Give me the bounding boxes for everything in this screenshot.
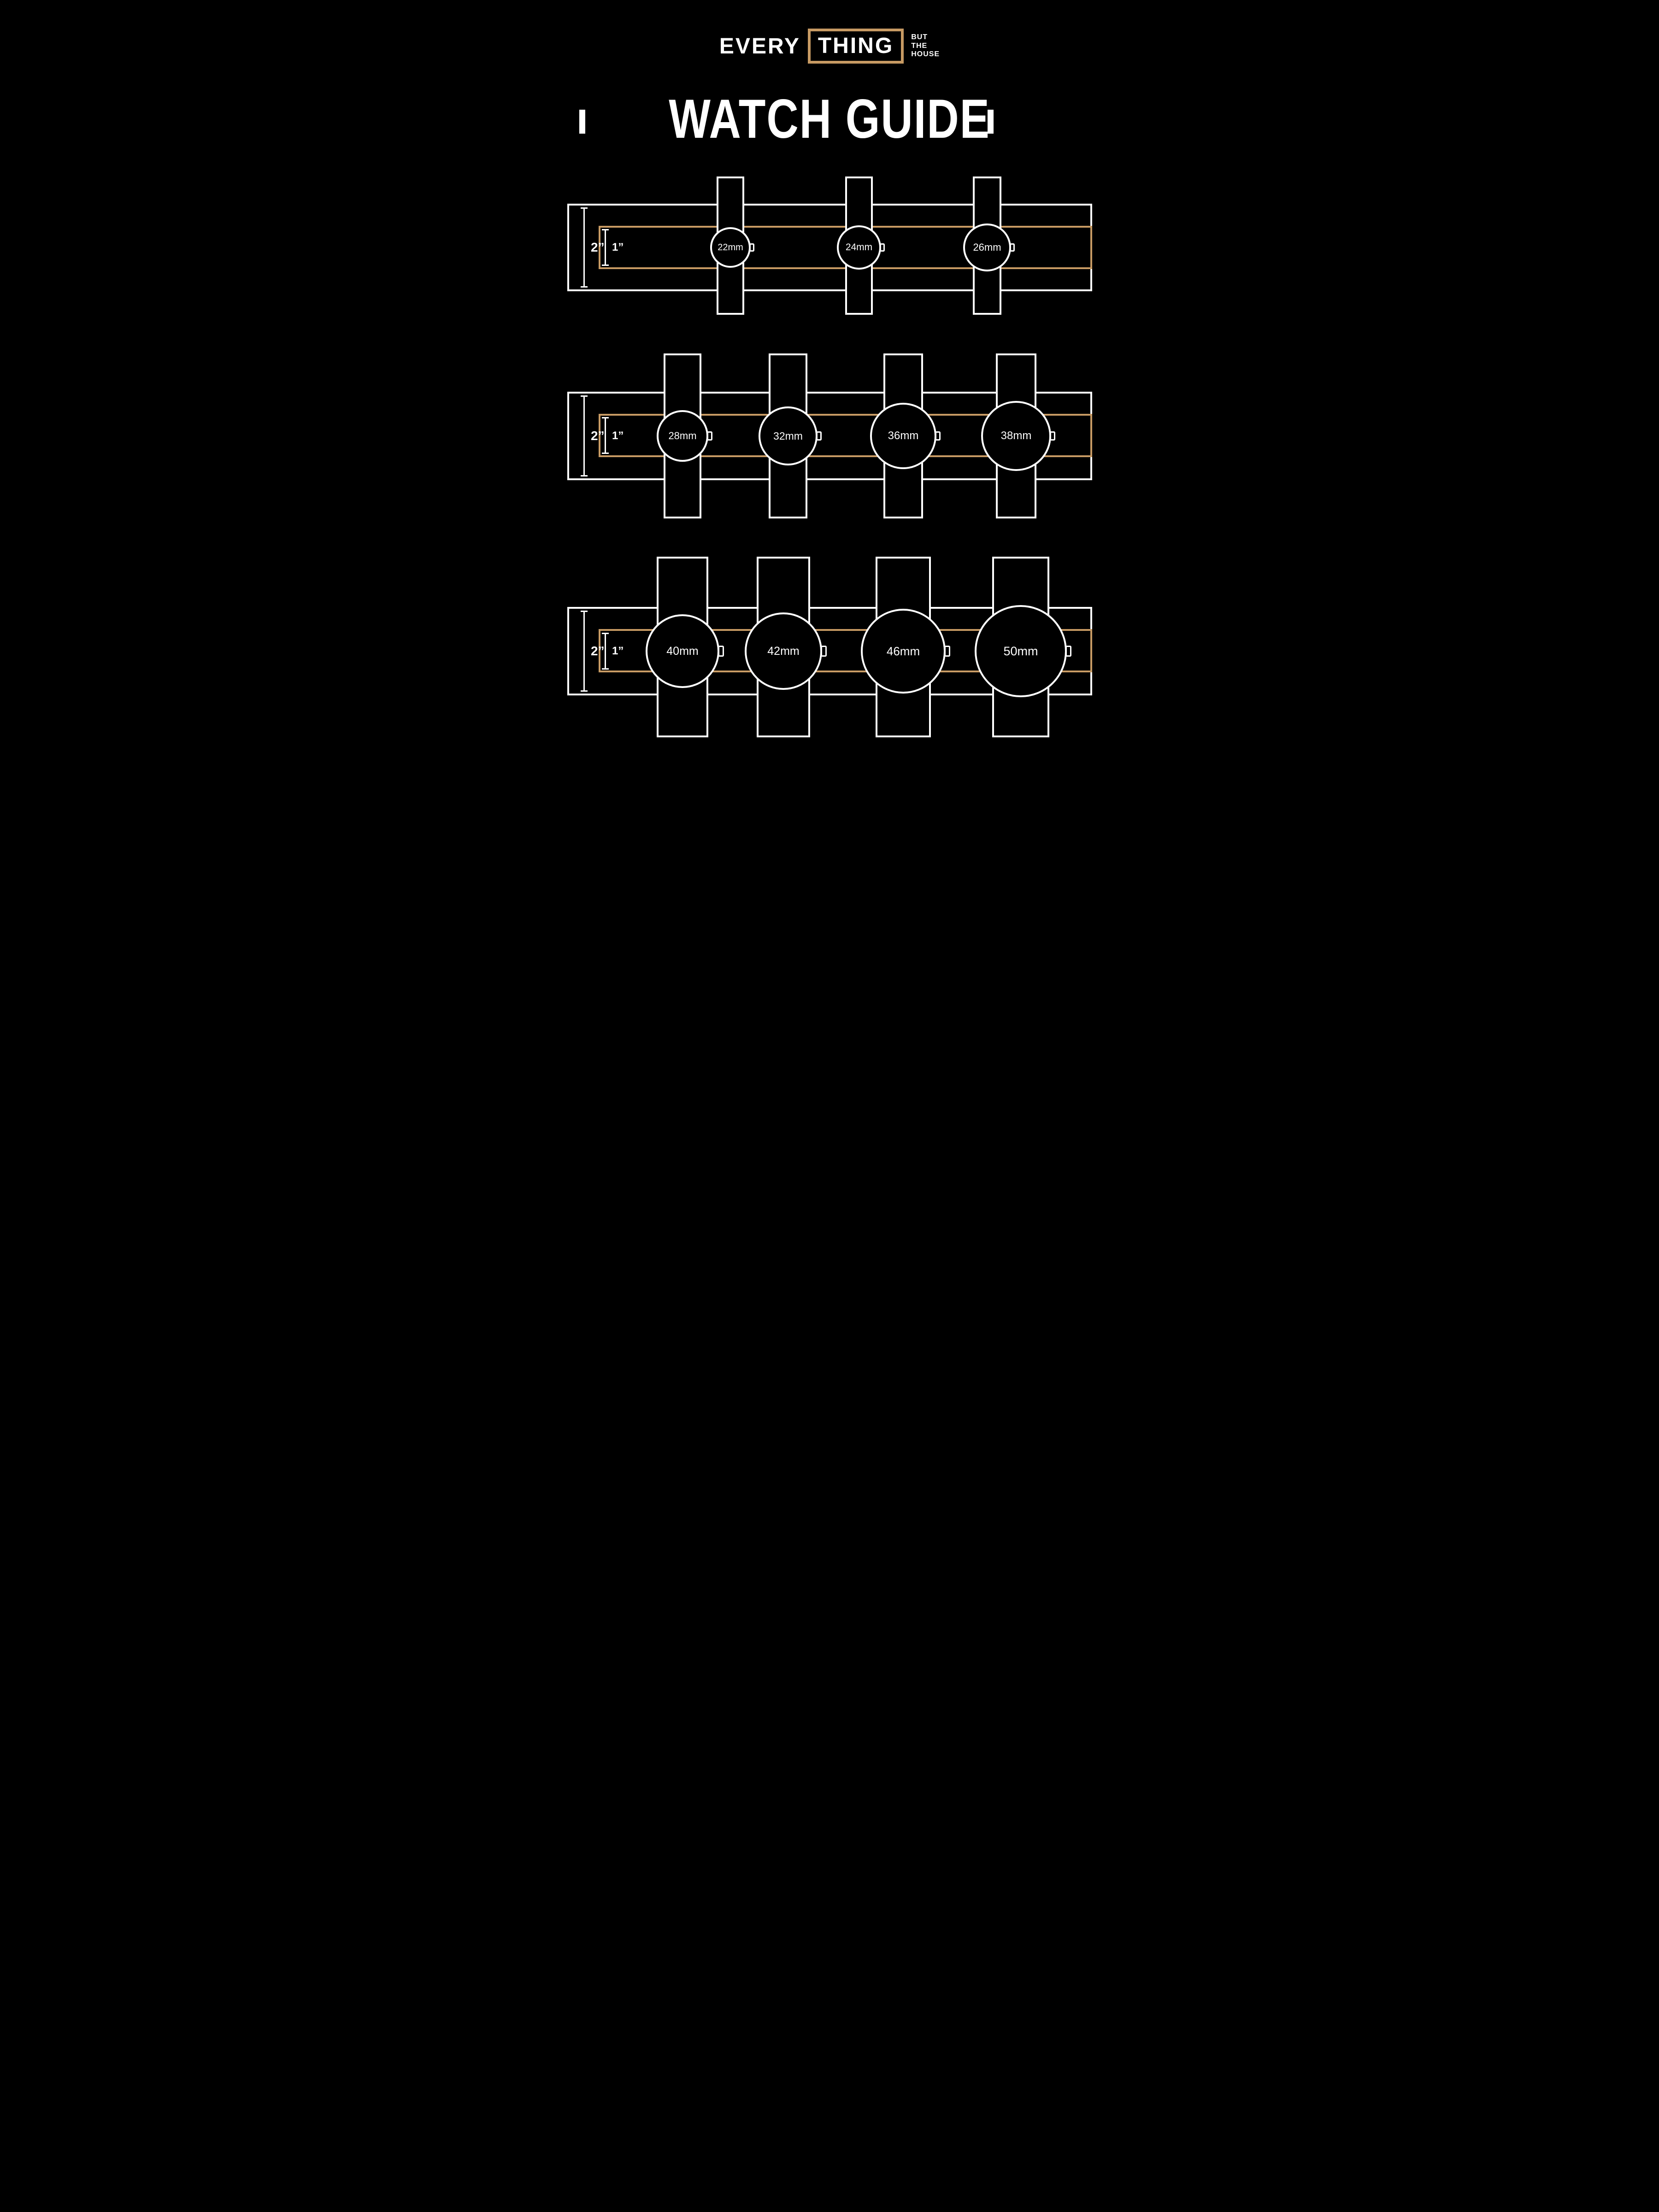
row1-inner-measure-line (602, 229, 609, 266)
watch-size-label: 36mm (888, 429, 919, 442)
logo-word-every: EVERY (719, 34, 800, 59)
row2-outer-measure-line (581, 395, 588, 477)
watch-size-label: 28mm (668, 430, 697, 441)
logo-tagline-line: BUT (911, 33, 928, 41)
row3-inner-band-1in (599, 629, 1092, 672)
logo-tagline-line: THE (911, 41, 928, 50)
page-title: WATCH GUIDE (669, 88, 990, 150)
row1-outer-measure-label: 2” (591, 240, 605, 254)
watch-size-label: 22mm (718, 242, 743, 253)
watch-case: 36mm (870, 403, 936, 469)
watch-case: 50mm (975, 605, 1067, 697)
watch-case: 46mm (861, 609, 946, 694)
logo-word-thing-boxed: THING (807, 29, 904, 64)
watch-case: 40mm (646, 614, 719, 688)
title-tick-right (988, 110, 994, 134)
row2-inner-measure-label: 1” (612, 429, 624, 442)
logo-tagline-line: HOUSE (911, 50, 940, 59)
watch-case: 42mm (745, 612, 822, 690)
watch-case: 32mm (759, 406, 818, 465)
row3-inner-measure-label: 1” (612, 645, 624, 657)
row1-inner-measure-label: 1” (612, 241, 624, 253)
row2-outer-measure-label: 2” (591, 429, 605, 443)
watch-size-label: 38mm (1000, 429, 1032, 442)
watch-size-label: 42mm (767, 644, 800, 658)
title-tick-left (579, 110, 585, 134)
row3-inner-measure-line (602, 633, 609, 670)
watch-case: 24mm (837, 225, 881, 270)
row3-outer-measure-label: 2” (591, 644, 605, 658)
watch-case: 26mm (963, 224, 1011, 271)
watch-case: 38mm (981, 401, 1051, 471)
brand-logo: EVERY THING BUT THE HOUSE (553, 29, 1106, 64)
logo-tagline: BUT THE HOUSE (911, 33, 940, 59)
row2-inner-band-1in (599, 414, 1092, 457)
watch-size-label: 32mm (773, 429, 803, 442)
watch-case: 22mm (710, 227, 751, 268)
watch-case: 28mm (657, 410, 708, 462)
row2-inner-measure-line (602, 417, 609, 454)
watch-size-label: 40mm (666, 644, 699, 658)
row1-outer-measure-line (581, 207, 588, 288)
watch-size-label: 24mm (845, 242, 873, 253)
watch-size-label: 46mm (886, 644, 920, 658)
watch-size-label: 50mm (1003, 644, 1038, 658)
page-title-wrap: WATCH GUIDE (553, 88, 1106, 150)
row3-outer-measure-line (581, 611, 588, 692)
watch-guide-poster: EVERY THING BUT THE HOUSE WATCH GUIDE 2”… (553, 0, 1106, 737)
watch-size-label: 26mm (973, 241, 1001, 253)
